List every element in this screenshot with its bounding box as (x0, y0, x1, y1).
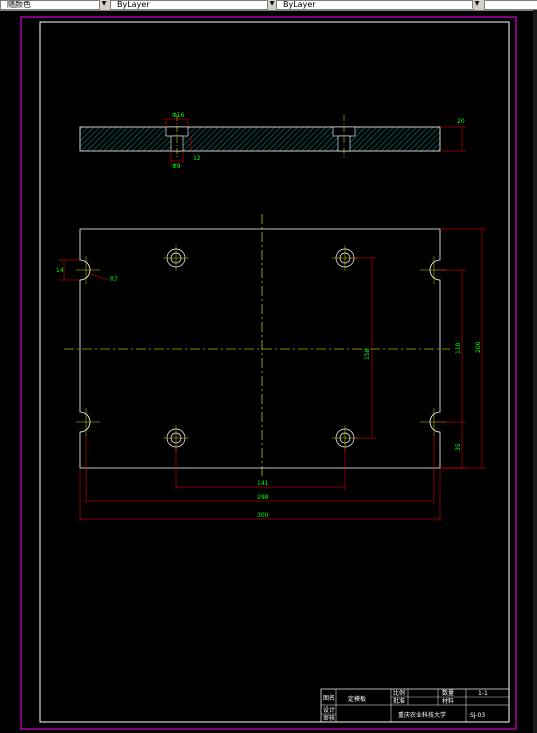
title-label-name: 图名 (323, 694, 335, 702)
plate-outline (79, 228, 441, 469)
dim-slot-spacing-y: 118 (455, 342, 462, 354)
top-view: 14 R7 141 298 300 158 118 35 200 (56, 214, 486, 522)
dim-hole-spacing-y: 158 (364, 348, 371, 360)
title-label-material: 材料 (442, 697, 454, 705)
chevron-down-icon[interactable]: ▼ (99, 0, 108, 8)
title-drawing-name: 定模板 (348, 695, 366, 703)
dim-overall-height: 200 (475, 341, 482, 353)
dim-thickness: 20 (457, 118, 465, 125)
plate-section (79, 126, 441, 152)
side-view: Φ16 Φ9 12 20 (79, 112, 466, 170)
title-label-designer: 设计 (323, 706, 335, 714)
dim-bottom-hole: Φ9 (172, 163, 181, 170)
title-label-quantity: 数量 (442, 689, 454, 697)
dim-depth: 12 (193, 155, 201, 162)
dim-slot-radius: R7 (110, 276, 118, 283)
paper-frame (20, 16, 517, 730)
title-school: 重庆农业科技大学 (398, 711, 446, 719)
title-drawing-code: SJ-03 (470, 712, 485, 719)
dim-hole-spacing-x: 141 (257, 480, 269, 487)
vertical-scrollbar[interactable] (533, 10, 537, 733)
title-label-scale: 比例 (393, 689, 405, 697)
title-sheet-number: 1-1 (478, 690, 488, 697)
dim-slot-spacing-x: 298 (257, 494, 269, 501)
plot-style-combo[interactable] (484, 0, 537, 10)
dim-overall-width: 300 (257, 512, 269, 519)
dim-edge-offset: 35 (455, 443, 462, 451)
title-label-approver: 批准 (393, 697, 405, 705)
hole-top-left (163, 245, 189, 271)
dim-top-hole: Φ16 (172, 112, 185, 119)
drawing-border (39, 21, 510, 723)
title-block: 图名 定模板 设计 审核 比例 批准 数量 材料 1-1 重庆农业科技大学 SJ… (320, 688, 510, 723)
chevron-down-icon[interactable]: ▼ (267, 0, 276, 8)
dim-slot-width: 14 (56, 267, 64, 274)
toolbar: 随颜色 ▼ ByLayer ▼ ByLayer ▼ (0, 0, 537, 11)
title-label-checker: 审核 (323, 714, 335, 722)
chevron-down-icon[interactable]: ▼ (472, 0, 481, 8)
